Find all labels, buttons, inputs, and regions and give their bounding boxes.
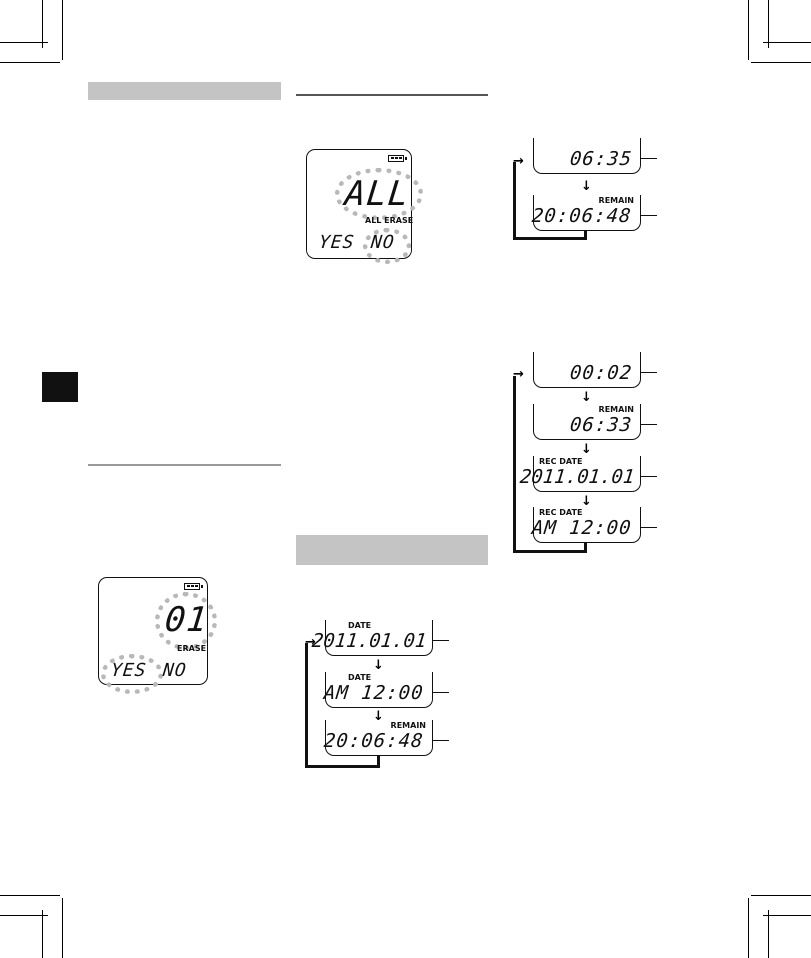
blink-indicator xyxy=(335,168,423,220)
blink-indicator xyxy=(155,592,217,650)
section-rule xyxy=(296,94,488,96)
callout-line xyxy=(641,158,657,159)
down-arrow-icon: ↓ xyxy=(581,390,592,405)
down-arrow-icon: ↓ xyxy=(373,709,384,724)
callout-line xyxy=(433,740,449,741)
loop-line xyxy=(513,162,516,240)
lcd-value: 00:02 xyxy=(568,362,634,384)
callout-line xyxy=(641,476,657,477)
right-arrow-icon: → xyxy=(513,367,524,382)
lcd-file-erase: 01 ERASE YES NO xyxy=(98,577,217,694)
down-arrow-icon: ↓ xyxy=(581,494,592,509)
lcd-label: DATE xyxy=(348,621,372,630)
loop-line xyxy=(305,643,308,768)
callout-line xyxy=(641,527,657,528)
lcd-label: ERASE xyxy=(177,644,207,653)
lcd-panel: REC DATE 2011.01.01 xyxy=(518,456,641,492)
loop-line xyxy=(513,550,587,553)
lcd-panel: 00:02 xyxy=(533,352,641,388)
loop-line xyxy=(584,543,587,553)
lcd-main-text: ALL xyxy=(342,174,412,214)
loop-line xyxy=(305,765,380,768)
loop-line xyxy=(513,237,587,240)
section-header-bar xyxy=(296,535,488,565)
down-arrow-icon: ↓ xyxy=(373,658,384,673)
right-arrow-icon: → xyxy=(513,154,524,169)
callout-line xyxy=(641,215,657,216)
callout-line xyxy=(433,692,449,693)
lcd-panel: REC DATE AM 12:00 xyxy=(531,507,641,543)
loop-line xyxy=(513,376,516,553)
lcd-value: AM 12:00 xyxy=(531,517,634,539)
battery-icon xyxy=(184,583,203,590)
lcd-label: DATE xyxy=(348,673,372,682)
right-arrow-icon: → xyxy=(305,635,316,650)
chapter-tab xyxy=(42,372,78,402)
lcd-all-erase: ALL ALL ERASE YES NO xyxy=(306,149,423,264)
callout-line xyxy=(433,640,449,641)
lcd-label: REMAIN xyxy=(390,721,426,730)
lcd-value: 2011.01.01 xyxy=(518,466,636,488)
loop-line xyxy=(584,231,587,240)
lcd-value: 2011.01.01 xyxy=(310,630,428,652)
blink-indicator xyxy=(101,654,163,694)
down-arrow-icon: ↓ xyxy=(581,179,592,194)
lcd-label: REMAIN xyxy=(598,405,634,414)
section-header-bar xyxy=(88,82,281,100)
blink-indicator xyxy=(363,228,411,264)
lcd-yes: YES xyxy=(109,660,148,681)
lcd-panel: REMAIN 06:33 xyxy=(533,404,641,440)
lcd-no: NO xyxy=(369,232,396,253)
lcd-label: REC DATE xyxy=(539,457,583,466)
down-arrow-icon: ↓ xyxy=(581,442,592,457)
lcd-panel: DATE 2011.01.01 xyxy=(310,620,433,656)
lcd-no: NO xyxy=(161,660,188,681)
lcd-panel: REMAIN 20:06:48 xyxy=(323,720,433,756)
lcd-value: 20:06:48 xyxy=(531,205,634,227)
lcd-yes: YES xyxy=(317,232,356,253)
callout-line xyxy=(641,372,657,373)
lcd-label: ALL ERASE xyxy=(365,216,414,225)
lcd-panel: REMAIN 20:06:48 xyxy=(531,195,641,231)
section-rule xyxy=(88,464,281,466)
lcd-panel: 06:35 xyxy=(533,138,641,174)
lcd-value: AM 12:00 xyxy=(323,682,426,704)
lcd-value: 20:06:48 xyxy=(323,730,426,752)
callout-line xyxy=(641,424,657,425)
loop-line xyxy=(377,756,380,768)
lcd-panel: DATE AM 12:00 xyxy=(323,672,433,708)
lcd-label: REC DATE xyxy=(539,508,583,517)
lcd-value: 06:33 xyxy=(568,414,634,436)
battery-icon xyxy=(388,155,407,162)
lcd-label: REMAIN xyxy=(598,196,634,205)
lcd-value: 06:35 xyxy=(568,148,634,170)
lcd-main-text: 01 xyxy=(162,600,211,640)
